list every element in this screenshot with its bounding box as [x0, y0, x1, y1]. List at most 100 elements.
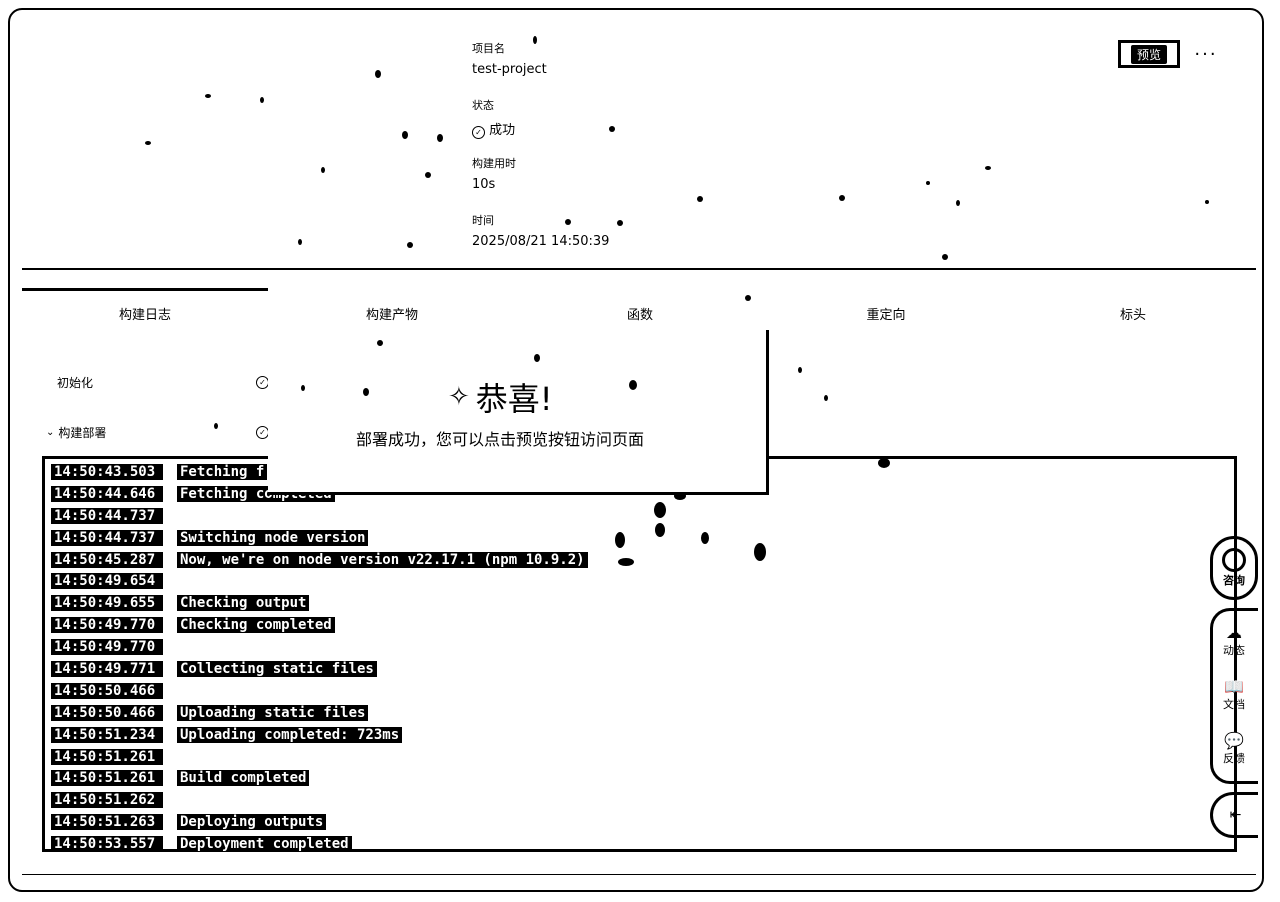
party-icon: ✧	[448, 382, 470, 412]
consult-label: 咨询	[1223, 574, 1245, 587]
log-message: Checking output	[177, 595, 310, 612]
sidebar-item-feedback-label: 反馈	[1223, 752, 1245, 765]
consult-button[interactable]: 咨询	[1210, 536, 1258, 600]
cloud-icon: ☁	[1226, 623, 1242, 642]
more-icon: ···	[1194, 44, 1218, 65]
log-timestamp: 14:50:49.771	[51, 660, 163, 677]
log-message-text: Fetching f	[177, 463, 268, 480]
log-timestamp: 14:50:44.737	[51, 529, 163, 546]
log-message: Deploying outputs	[177, 814, 327, 831]
log-message	[177, 792, 183, 808]
build-time-block: 构建用时 10s	[472, 155, 516, 192]
tab-build-artifacts[interactable]: 构建产物	[365, 308, 419, 323]
log-message-text: Build completed	[177, 770, 310, 787]
sidebar-item-updates[interactable]: ☁ 动态	[1212, 624, 1256, 658]
status-block: 状态 ✓ 成功	[472, 97, 515, 139]
log-message-text: Checking completed	[177, 617, 335, 634]
log-timestamp: 14:50:44.646	[51, 485, 163, 502]
log-row: 14:50:44.737	[51, 505, 588, 527]
log-message-text	[177, 639, 183, 655]
log-row: 14:50:51.263 Deploying outputs	[51, 811, 588, 833]
log-timestamp: 14:50:51.261	[51, 748, 163, 765]
log-timestamp: 14:50:50.466	[51, 704, 163, 721]
header-divider	[22, 268, 1256, 270]
log-message: Deployment completed	[177, 836, 352, 853]
project-name-value: test-project	[472, 62, 547, 77]
modal-message: 部署成功，您可以点击预览按钮访问页面	[356, 430, 645, 449]
log-row: 14:50:51.262	[51, 789, 588, 811]
collapse-button[interactable]: ⇤	[1210, 792, 1258, 838]
log-message	[177, 639, 183, 655]
log-row: 14:50:51.261	[51, 746, 588, 768]
log-message: Collecting static files	[177, 660, 377, 677]
log-message-text: Now, we're on node version v22.17.1 (npm…	[177, 551, 588, 568]
log-timestamp: 14:50:49.770	[51, 617, 163, 634]
check-circle-icon: ✓	[472, 126, 485, 139]
sidebar-item-updates-label: 动态	[1223, 644, 1245, 657]
time-value: 2025/08/21 14:50:39	[472, 234, 610, 249]
log-row: 14:50:50.466 Uploading static files	[51, 702, 588, 724]
log-message-text	[177, 683, 183, 699]
log-timestamp: 14:50:51.263	[51, 814, 163, 831]
success-modal: ✧ 恭喜! 部署成功，您可以点击预览按钮访问页面	[268, 330, 769, 495]
book-icon: 📖	[1224, 677, 1244, 696]
tab-functions[interactable]: 函数	[626, 308, 654, 323]
log-row: 14:50:49.771 Collecting static files	[51, 658, 588, 680]
log-timestamp: 14:50:51.262	[51, 792, 163, 809]
log-row: 14:50:49.770	[51, 636, 588, 658]
log-message	[177, 508, 183, 524]
log-message-text	[177, 749, 183, 765]
time-label: 时间	[472, 214, 494, 227]
log-message-text: Deploying outputs	[177, 814, 327, 831]
log-timestamp: 14:50:51.261	[51, 770, 163, 787]
log-message: Switching node version	[177, 529, 369, 546]
log-timestamp: 14:50:44.737	[51, 507, 163, 524]
log-row: 14:50:44.737 Switching node version	[51, 527, 588, 549]
log-row: 14:50:53.557 Deployment completed	[51, 833, 588, 855]
project-name-label: 项目名	[472, 42, 505, 55]
more-options-button[interactable]: ···	[1186, 42, 1226, 68]
app-frame	[8, 8, 1264, 892]
log-message-text	[177, 573, 183, 589]
log-message-text: Uploading completed: 723ms	[177, 726, 403, 743]
log-message	[177, 749, 183, 765]
headset-icon	[1222, 548, 1246, 572]
tab-redirects[interactable]: 重定向	[866, 308, 906, 323]
preview-button-label: 预览	[1130, 44, 1167, 64]
step-init-label: 初始化	[57, 376, 94, 390]
step-build-deploy[interactable]: ⌄ 构建部署	[46, 424, 106, 441]
sidebar-item-feedback[interactable]: 💬 反馈	[1212, 732, 1256, 766]
log-message-text: Switching node version	[177, 529, 369, 546]
preview-button[interactable]: 预览	[1118, 40, 1180, 68]
log-timestamp: 14:50:49.655	[51, 595, 163, 612]
log-row: 14:50:49.654	[51, 570, 588, 592]
log-message-text: Uploading static files	[177, 704, 369, 721]
log-message: Fetching f	[177, 463, 268, 480]
log-message-text: Checking output	[177, 595, 310, 612]
sidebar-item-docs[interactable]: 📖 文档	[1212, 678, 1256, 712]
log-message: Build completed	[177, 770, 310, 787]
log-row: 14:50:50.466	[51, 680, 588, 702]
step-build-deploy-label: 构建部署	[58, 426, 107, 440]
tab-headers[interactable]: 标头	[1119, 308, 1147, 323]
collapse-icon: ⇤	[1229, 807, 1242, 823]
tab-build-log[interactable]: 构建日志	[118, 308, 172, 323]
modal-title: 恭喜!	[475, 380, 553, 418]
project-name-block: 项目名 test-project	[472, 40, 547, 77]
log-message-text	[177, 508, 183, 524]
status-label: 状态	[472, 99, 494, 112]
log-timestamp: 14:50:49.654	[51, 573, 163, 590]
log-message-text: Deployment completed	[177, 836, 352, 853]
log-timestamp: 14:50:53.557	[51, 836, 163, 853]
active-tab-indicator	[22, 288, 268, 291]
log-row: 14:50:49.770 Checking completed	[51, 614, 588, 636]
chevron-down-icon: ⌄	[46, 427, 55, 438]
log-message-text	[177, 792, 183, 808]
bottom-divider	[22, 874, 1256, 875]
log-message: Checking completed	[177, 617, 335, 634]
log-message: Now, we're on node version v22.17.1 (npm…	[177, 551, 588, 568]
step-init[interactable]: 初始化	[57, 374, 93, 391]
